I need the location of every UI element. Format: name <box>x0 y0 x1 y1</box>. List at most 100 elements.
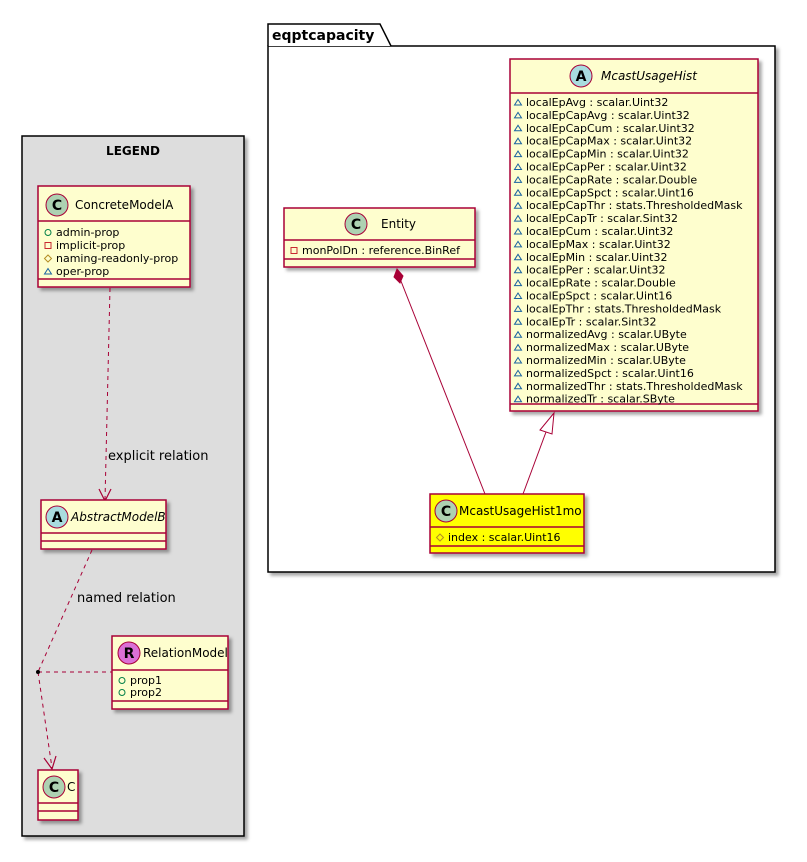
abstract-stereotype-icon <box>45 505 69 529</box>
named-relation-arrow: named relation <box>36 549 176 771</box>
property-list: admin-propimplicit-propnaming-readonly-p… <box>43 226 178 278</box>
property: localEpSpct : scalar.Uint16 <box>526 290 672 303</box>
property: localEpCapMax : scalar.Uint32 <box>526 135 692 148</box>
property: prop2 <box>130 686 162 699</box>
class-mcast-usage-hist[interactable]: A McastUsageHist localEpAvg : scalar.Uin… <box>509 58 759 412</box>
package-visibility-icon <box>513 214 523 222</box>
explicit-relation-label: explicit relation <box>108 449 208 464</box>
stereotype-letter: R <box>124 646 135 662</box>
abstract-stereotype-icon <box>569 64 593 88</box>
explicit-relation-arrow: explicit relation <box>98 287 208 503</box>
property-list: monPolDn : reference.BinRef <box>290 244 461 257</box>
package-visibility-icon <box>513 382 523 390</box>
protected-visibility-icon <box>43 254 53 263</box>
package-visibility-icon <box>513 188 523 196</box>
class-entity[interactable]: C Entity monPolDn : reference.BinRef <box>283 207 476 268</box>
package-visibility-icon <box>513 304 523 312</box>
property: monPolDn : reference.BinRef <box>302 244 461 257</box>
property: normalizedMin : scalar.UByte <box>526 354 686 367</box>
property: localEpMin : scalar.Uint32 <box>526 251 668 264</box>
property: localEpRate : scalar.Double <box>526 277 676 290</box>
property: prop1 <box>130 674 162 687</box>
package-visibility-icon <box>513 330 523 338</box>
class-stereotype-icon <box>45 193 69 217</box>
package-visibility-icon <box>513 395 523 403</box>
property: normalizedMax : scalar.UByte <box>526 341 689 354</box>
package-visibility-icon <box>513 253 523 261</box>
composition-relation <box>393 268 486 495</box>
class-name: Entity <box>381 217 416 231</box>
public-visibility-icon <box>118 689 126 696</box>
class-name: C <box>67 780 75 794</box>
package-name: eqptcapacity <box>272 28 374 44</box>
package-visibility-icon <box>513 175 523 183</box>
property-list: localEpAvg : scalar.Uint32localEpCapAvg … <box>513 96 743 406</box>
legend-title: LEGEND <box>106 144 160 158</box>
property: localEpAvg : scalar.Uint32 <box>526 96 668 109</box>
property: localEpCapRate : scalar.Double <box>526 173 697 186</box>
public-visibility-icon <box>118 677 126 684</box>
class-c[interactable]: C C <box>37 769 79 821</box>
class-name: ConcreteModelA <box>75 198 174 212</box>
public-visibility-icon <box>44 229 52 236</box>
package-visibility-icon <box>513 343 523 351</box>
class-stereotype-icon <box>344 212 368 236</box>
stereotype-letter: C <box>351 217 361 233</box>
class-stereotype-icon <box>434 499 458 523</box>
property: localEpCapSpct : scalar.Uint16 <box>526 186 694 199</box>
property: localEpCum : scalar.Uint32 <box>526 225 673 238</box>
property: localEpCapThr : stats.ThresholdedMask <box>526 199 743 212</box>
protected-visibility-icon <box>435 533 445 542</box>
package-visibility-icon <box>513 266 523 274</box>
property: localEpPer : scalar.Uint32 <box>526 264 666 277</box>
property: localEpThr : stats.ThresholdedMask <box>526 302 722 315</box>
private-visibility-icon <box>290 247 298 254</box>
package-visibility-icon <box>513 227 523 235</box>
property: implicit-prop <box>56 239 125 252</box>
stereotype-letter: C <box>52 198 62 214</box>
property: admin-prop <box>56 226 119 239</box>
package-visibility-icon <box>513 150 523 158</box>
package-visibility-icon <box>513 137 523 145</box>
property: oper-prop <box>56 265 109 278</box>
property: localEpTr : scalar.Sint32 <box>526 315 657 328</box>
package-visibility-icon <box>513 201 523 209</box>
property: localEpCapMin : scalar.Uint32 <box>526 148 689 161</box>
private-visibility-icon <box>44 242 52 249</box>
package-visibility-icon <box>513 292 523 299</box>
stereotype-letter: A <box>52 510 63 526</box>
property: naming-readonly-prop <box>56 252 178 265</box>
package-visibility-icon <box>513 369 523 377</box>
class-stereotype-icon <box>42 775 66 799</box>
package-visibility-icon <box>513 240 523 248</box>
class-name: RelationModel <box>143 646 228 660</box>
stereotype-letter: C <box>49 780 59 796</box>
class-abstract-model-b[interactable]: A AbstractModelB <box>40 499 167 550</box>
package-visibility-icon <box>43 267 53 275</box>
stereotype-letter: C <box>441 504 451 520</box>
property: localEpMax : scalar.Uint32 <box>526 238 671 251</box>
property: normalizedSpct : scalar.Uint16 <box>526 367 694 380</box>
package-visibility-icon <box>513 111 523 119</box>
package-visibility-icon <box>513 317 523 325</box>
property: normalizedThr : stats.ThresholdedMask <box>526 380 743 393</box>
property-list: index : scalar.Uint16 <box>435 531 561 544</box>
relation-junction-dot <box>36 670 40 674</box>
property: index : scalar.Uint16 <box>448 531 561 544</box>
class-name: McastUsageHist <box>601 69 698 83</box>
property: localEpCapCum : scalar.Uint32 <box>526 122 695 135</box>
class-concrete-model-a[interactable]: C ConcreteModelA admin-propimplicit-prop… <box>37 185 191 288</box>
property: localEpCapTr : scalar.Sint32 <box>526 212 678 225</box>
package-visibility-icon <box>513 163 523 170</box>
class-name: McastUsageHist1mo <box>459 504 582 518</box>
generalization-relation <box>522 411 555 495</box>
package-visibility-icon <box>513 98 523 106</box>
property: localEpCapPer : scalar.Uint32 <box>526 161 687 174</box>
class-name: AbstractModelB <box>70 510 166 524</box>
package-visibility-icon <box>513 124 523 132</box>
named-relation-label: named relation <box>77 591 176 606</box>
class-mcast-usage-hist-1mo[interactable]: C McastUsageHist1mo index : scalar.Uint1… <box>429 493 585 554</box>
